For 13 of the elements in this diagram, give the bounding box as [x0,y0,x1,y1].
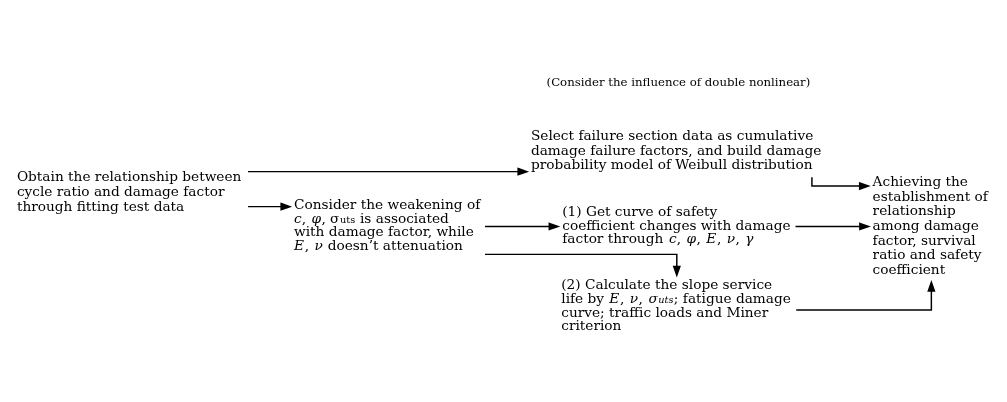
arrow [247,202,293,211]
arrow [794,221,871,231]
arrow [247,167,530,176]
node-text: (2) Calculate the slope service life by E, ν, σuts; fatigue damage curve; traffic loads and Miner criterion [561,275,791,333]
arrow [484,253,681,278]
arrow [795,279,936,311]
label: (Consider the influence of double nonlinear) [546,74,811,89]
node-text: (1) Get curve of safety coefficient changes with damage factor through c, φ, E, ν, γ [562,202,791,246]
node-text: Select failure section data as cumulative damage failure factors, and build damage probability model of Weibull distribution [530,126,822,172]
node-text: Achieving the establishment of relationship among damage factor, survival ratio and safety coefficient [872,172,988,277]
node-text: Obtain the relationship between cycle ratio and damage factor through fitting test data [16,167,242,214]
arrow [484,221,561,231]
node-text: Consider the weakening of c, φ, σuts is associated with damage factor, while E, ν doesn’t attenuation [293,195,481,253]
